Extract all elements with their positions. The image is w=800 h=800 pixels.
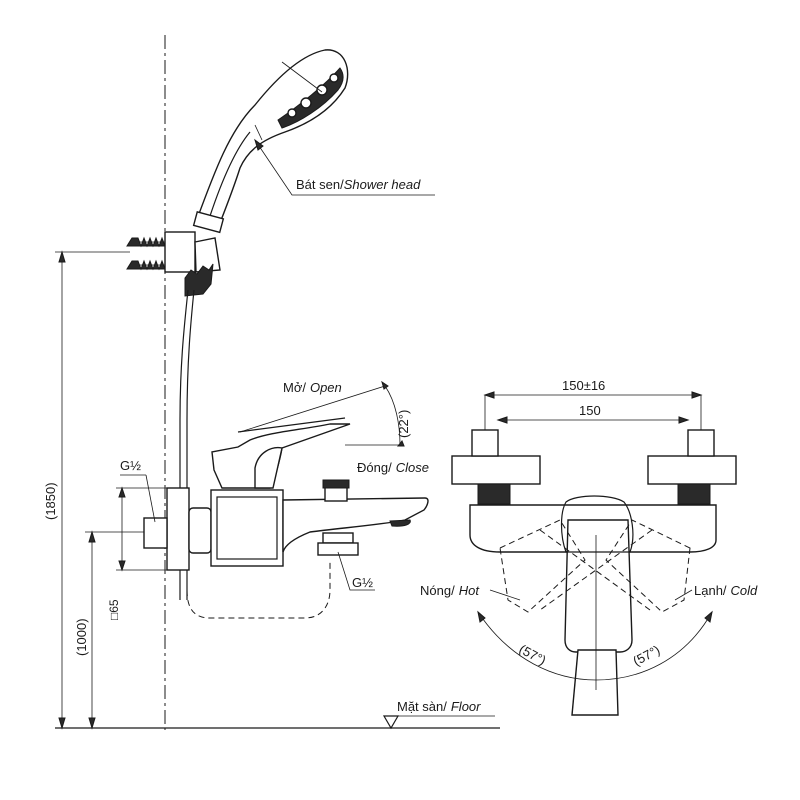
shower-hose-inner [186, 289, 195, 600]
mixer-body-side [143, 417, 429, 571]
front-view [451, 429, 737, 716]
total-height-label: (1850) [43, 482, 58, 520]
cold-label: Lạnh/Cold [694, 583, 758, 598]
square-label: □65 [107, 599, 121, 620]
hot-handle-outline [499, 519, 586, 613]
inlet-leader [145, 474, 156, 523]
inlet-thread-label: G½ [120, 458, 141, 473]
spacing-tolerance-label: 150±16 [562, 378, 605, 393]
open-label: Mở/Open [283, 380, 342, 395]
cold-axis [539, 529, 653, 611]
lever-angle-arc [384, 385, 401, 446]
hot-angle-label: (57°) [517, 641, 549, 668]
lever-angle-label: (22°) [396, 410, 411, 438]
dimension-spacing [483, 391, 703, 430]
dimension-mount-height [85, 530, 144, 730]
hot-axis [539, 529, 651, 611]
shower-hose [179, 289, 189, 600]
shower-head-leader [254, 139, 435, 196]
cold-handle-outline [605, 519, 691, 613]
open-lever-line [239, 385, 386, 433]
hose-loop-dashed [186, 560, 331, 619]
dimension-square [116, 486, 167, 572]
mount-height-label: (1000) [74, 618, 89, 656]
floor-label: Mặt sàn/Floor [397, 699, 481, 714]
shower-head-label: Bát sen/Shower head [296, 177, 421, 192]
shower-head [192, 49, 349, 234]
close-label: Đóng/Close [357, 460, 429, 475]
shower-holder [126, 231, 221, 297]
spacing-label: 150 [579, 403, 601, 418]
floor-symbol [382, 715, 400, 730]
cold-angle-label: (57°) [630, 642, 662, 669]
outlet-leader [337, 551, 375, 591]
hot-label: Nóng/Hot [420, 583, 480, 598]
outlet-thread-label: G½ [352, 575, 373, 590]
